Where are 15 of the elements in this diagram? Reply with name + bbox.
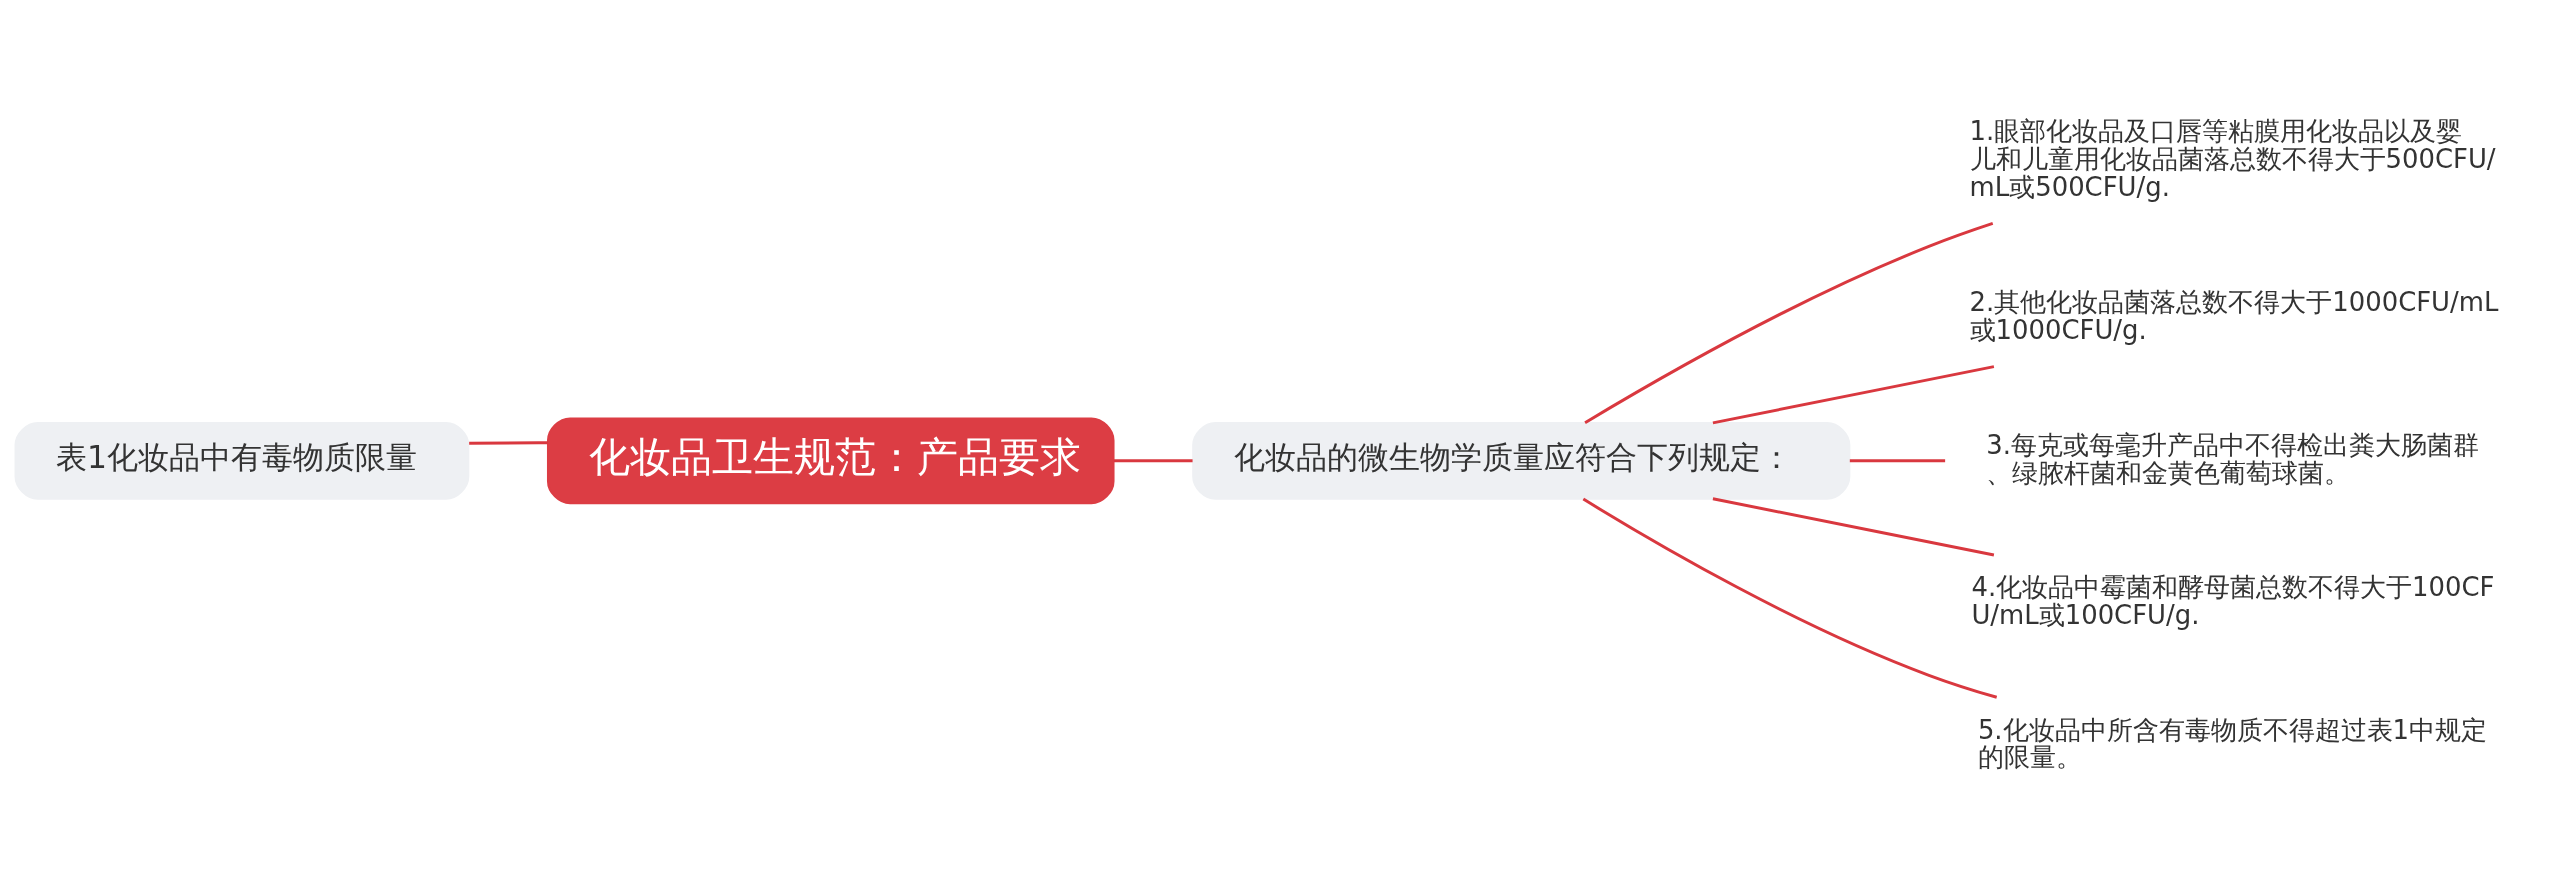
- node-box: 化妆品卫生规范：产品要求: [546, 417, 1115, 505]
- connector: [1582, 497, 1998, 699]
- node-box: 表1化妆品中有毒物质限量: [14, 422, 470, 500]
- node-text: 5.化妆品中所含有毒物质不得超过表1中规定的限量。: [1977, 714, 2488, 773]
- connector: [1584, 221, 1994, 424]
- connector: [1712, 497, 1995, 557]
- node-box: 化妆品的微生物学质量应符合下列规定：: [1192, 422, 1851, 500]
- node-text: 3.每克或每毫升产品中不得检出粪大肠菌群、绿脓杆菌和金黄色葡萄球菌。: [1986, 429, 2479, 488]
- node-text: 1.眼部化妆品及口唇等粘膜用化妆品以及婴儿和儿童用化妆品菌落总数不得大于500CFU/mL或500CFU/g.: [1969, 116, 2496, 202]
- connector: [469, 441, 548, 445]
- connector: [1849, 459, 1946, 463]
- node-text: 4.化妆品中霉菌和酵母菌总数不得大于100CFU/mL或100CFU/g.: [1971, 572, 2495, 630]
- node-text: 2.其他化妆品菌落总数不得大于1000CFU/mL或1000CFU/g.: [1969, 287, 2499, 346]
- connector: [1113, 459, 1193, 463]
- connector: [1712, 365, 1995, 425]
